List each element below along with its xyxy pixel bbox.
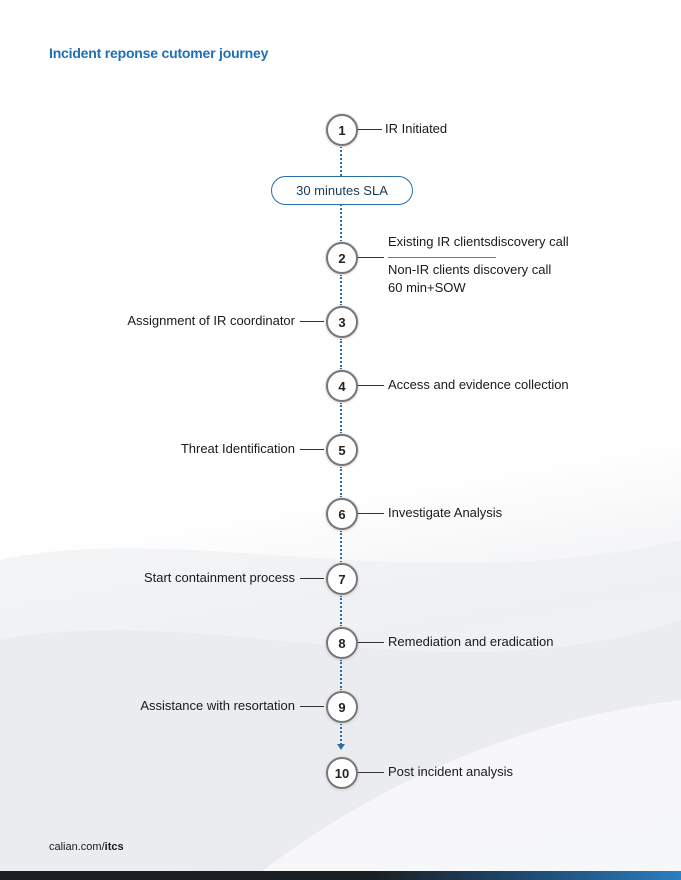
step-1-circle: 1 (326, 114, 358, 146)
footer-url-suffix: itcs (104, 841, 124, 853)
step-2-label-detail: 60 min+SOW (388, 280, 466, 295)
step-6-circle: 6 (326, 498, 358, 530)
step-2-divider (388, 257, 496, 258)
step-7-circle: 7 (326, 563, 358, 595)
step-6-connector (358, 513, 384, 514)
step-8-circle: 8 (326, 627, 358, 659)
step-4-circle: 4 (326, 370, 358, 402)
timeline-connector (340, 466, 342, 498)
arrow-down-icon (337, 744, 345, 750)
step-2-label-alt: Non-IR clients discovery call (388, 262, 552, 277)
step-8-label: Remediation and eradication (388, 634, 554, 649)
page-title: Incident reponse cutomer journey (49, 45, 269, 61)
step-9-connector (300, 706, 324, 707)
step-9-circle: 9 (326, 691, 358, 723)
step-7-connector (300, 578, 324, 579)
footer-url[interactable]: calian.com/itcs (49, 841, 124, 853)
step-10-connector (358, 772, 384, 773)
step-5-circle: 5 (326, 434, 358, 466)
footer-url-prefix: calian.com/ (49, 841, 105, 853)
timeline-connector (340, 723, 342, 745)
step-3-label: Assignment of IR coordinator (127, 313, 295, 328)
bottom-bar (0, 871, 681, 880)
timeline-connector (340, 659, 342, 691)
step-10-label: Post incident analysis (388, 764, 514, 779)
step-3-connector (300, 321, 324, 322)
step-8-connector (358, 642, 384, 643)
sla-label: 30 minutes SLA (296, 183, 388, 198)
step-2-connector (358, 257, 384, 258)
step-5-connector (300, 449, 324, 450)
timeline-connector (340, 338, 342, 370)
step-2-label: Existing IR clientsdiscovery call (388, 234, 569, 249)
step-1-label: IR Initiated (385, 121, 448, 136)
step-5-label: Threat Identification (180, 441, 295, 456)
timeline-connector (340, 595, 342, 627)
step-7-label: Start containment process (143, 570, 295, 585)
step-4-connector (358, 385, 384, 386)
timeline-connector (340, 274, 342, 306)
sla-badge: 30 minutes SLA (271, 176, 413, 205)
timeline-connector (340, 402, 342, 434)
timeline-connector (340, 530, 342, 563)
step-10-circle: 10 (326, 757, 358, 789)
step-4-label: Access and evidence collection (388, 377, 569, 392)
timeline-connector (340, 204, 342, 242)
step-6-label: Investigate Analysis (388, 505, 503, 520)
step-3-circle: 3 (326, 306, 358, 338)
step-2-circle: 2 (326, 242, 358, 274)
step-1-connector (358, 129, 382, 130)
step-9-label: Assistance with resortation (140, 698, 295, 713)
timeline-connector (340, 146, 342, 176)
